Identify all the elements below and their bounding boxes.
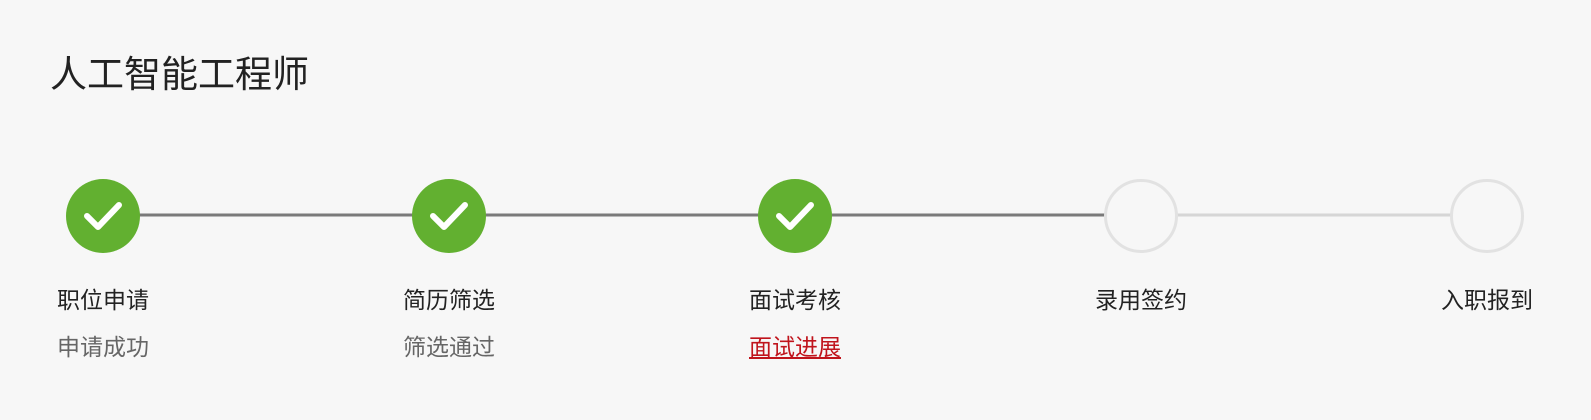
page-title: 人工智能工程师 xyxy=(50,53,309,96)
step-5-pending-indicator xyxy=(1450,179,1524,253)
step-2-name: 简历筛选 xyxy=(403,288,495,314)
check-icon xyxy=(84,202,122,230)
step-5-name: 入职报到 xyxy=(1441,288,1533,314)
interview-progress-link[interactable]: 面试进展 xyxy=(749,335,841,361)
check-icon xyxy=(430,202,468,230)
step-3-name: 面试考核 xyxy=(749,288,841,314)
step-connector xyxy=(485,213,759,217)
step-4-name: 录用签约 xyxy=(1095,288,1187,314)
step-1-name: 职位申请 xyxy=(57,288,149,314)
step-1-completed-indicator xyxy=(66,179,140,253)
step-2-status: 筛选通过 xyxy=(403,335,495,361)
step-connector xyxy=(1177,213,1451,217)
step-3-completed-indicator xyxy=(758,179,832,253)
step-1-status: 申请成功 xyxy=(57,335,149,361)
step-2-completed-indicator xyxy=(412,179,486,253)
check-icon xyxy=(776,202,814,230)
step-4-pending-indicator xyxy=(1104,179,1178,253)
step-connector xyxy=(139,213,413,217)
step-connector xyxy=(831,213,1105,217)
